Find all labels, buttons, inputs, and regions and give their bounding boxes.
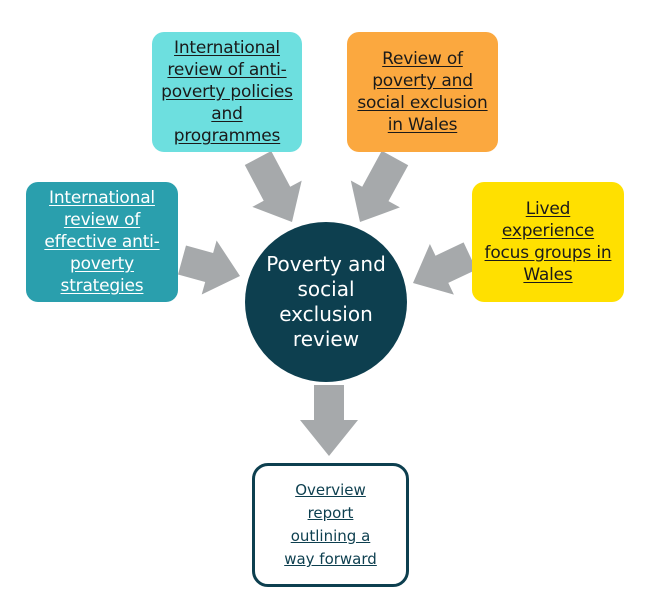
- arrow-lived-experience-to-center-icon: [413, 242, 477, 295]
- output-link[interactable]: Overview report outlining a way forward: [284, 481, 377, 568]
- input-link-policies-review[interactable]: International review of anti-poverty pol…: [161, 38, 293, 146]
- center-label: Poverty and social exclusion review: [266, 252, 386, 351]
- arrow-wales-to-center-icon: [350, 150, 409, 222]
- output-box[interactable]: Overview report outlining a way forward: [252, 463, 409, 587]
- center-node: Poverty and social exclusion review: [245, 222, 407, 382]
- arrow-center-to-output-icon: [300, 385, 358, 456]
- input-box-policies-review[interactable]: International review of anti-poverty pol…: [152, 32, 302, 152]
- input-link-lived-experience[interactable]: Lived experience focus groups in Wales: [484, 199, 612, 285]
- input-box-strategies-review[interactable]: International review of effective anti-p…: [26, 182, 178, 302]
- input-box-lived-experience[interactable]: Lived experience focus groups in Wales: [472, 182, 624, 302]
- arrow-policies-to-center-icon: [244, 151, 302, 222]
- input-link-strategies-review[interactable]: International review of effective anti-p…: [44, 188, 160, 296]
- input-link-wales-review[interactable]: Review of poverty and social exclusion i…: [357, 49, 488, 135]
- input-box-wales-review[interactable]: Review of poverty and social exclusion i…: [347, 32, 498, 152]
- arrow-strategies-to-center-icon: [178, 240, 240, 295]
